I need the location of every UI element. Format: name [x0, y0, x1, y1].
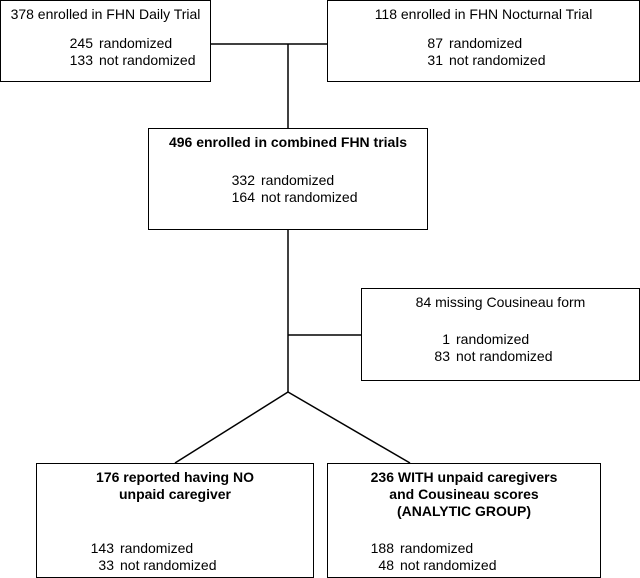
- box-combined-rows: 332 randomized 164 not randomized: [223, 172, 358, 206]
- box-no-caregiver-row-not-randomized: 33 not randomized: [82, 557, 217, 574]
- box-analytic-randomized-label: randomized: [400, 540, 474, 556]
- box-nocturnal-row-not-randomized: 31 not randomized: [411, 52, 546, 69]
- box-analytic-rows: 188 randomized 48 not randomized: [362, 540, 497, 574]
- box-analytic-not-randomized-count: 48: [378, 557, 394, 573]
- box-analytic-group: 236 WITH unpaid caregivers and Cousineau…: [327, 463, 601, 578]
- box-nocturnal-randomized-count: 87: [427, 35, 443, 51]
- box-daily-randomized-count: 245: [69, 35, 93, 51]
- box-daily-rows: 245 randomized 133 not randomized: [61, 35, 196, 69]
- box-combined-randomized-label: randomized: [261, 172, 335, 188]
- box-missing-not-randomized-count: 83: [434, 348, 450, 364]
- connector-split-right: [287, 391, 411, 464]
- box-no-caregiver-row-randomized: 143 randomized: [82, 540, 217, 557]
- box-combined-title: 496 enrolled in combined FHN trials: [168, 134, 408, 150]
- box-missing-rows: 1 randomized 83 not randomized: [426, 331, 553, 365]
- box-no-caregiver-not-randomized-label: not randomized: [120, 557, 217, 573]
- connector-split-left: [174, 391, 289, 464]
- box-analytic-title-line3: (ANALYTIC GROUP): [396, 503, 532, 519]
- box-analytic-row-randomized: 188 randomized: [362, 540, 497, 557]
- box-no-caregiver-not-randomized-count: 33: [98, 557, 114, 573]
- box-combined-row-not-randomized: 164 not randomized: [223, 189, 358, 206]
- box-daily-row-randomized: 245 randomized: [61, 35, 196, 52]
- box-no-caregiver-title-line1: 176 reported having NO: [96, 469, 254, 485]
- box-missing-row-randomized: 1 randomized: [426, 331, 553, 348]
- box-missing-title: 84 missing Cousineau form: [415, 294, 586, 310]
- box-analytic-not-randomized-label: not randomized: [400, 557, 497, 573]
- box-no-caregiver: 176 reported having NO unpaid caregiver …: [36, 463, 314, 578]
- box-analytic-title-line1: 236 WITH unpaid caregivers: [370, 469, 558, 485]
- box-analytic-title: 236 WITH unpaid caregivers and Cousineau…: [328, 469, 600, 520]
- box-missing-cousineau: 84 missing Cousineau form 1 randomized 83…: [361, 288, 640, 381]
- box-daily-row-not-randomized: 133 not randomized: [61, 52, 196, 69]
- box-combined-randomized-count: 332: [231, 172, 255, 188]
- box-daily-trial: 378 enrolled in FHN Daily Trial 245 rando…: [0, 0, 211, 82]
- box-analytic-row-not-randomized: 48 not randomized: [362, 557, 497, 574]
- box-missing-row-not-randomized: 83 not randomized: [426, 348, 553, 365]
- box-missing-randomized-label: randomized: [456, 331, 530, 347]
- box-nocturnal-row-randomized: 87 randomized: [411, 35, 546, 52]
- box-no-caregiver-title-line2: unpaid caregiver: [118, 486, 232, 502]
- box-no-caregiver-title: 176 reported having NO unpaid caregiver: [37, 469, 313, 503]
- box-missing-not-randomized-label: not randomized: [456, 348, 553, 364]
- box-analytic-title-line2: and Cousineau scores: [389, 486, 539, 502]
- box-nocturnal-not-randomized-count: 31: [427, 52, 443, 68]
- box-missing-randomized-count: 1: [442, 331, 450, 347]
- box-combined-trials: 496 enrolled in combined FHN trials 332 r…: [148, 128, 428, 230]
- box-nocturnal-rows: 87 randomized 31 not randomized: [411, 35, 546, 69]
- box-combined-row-randomized: 332 randomized: [223, 172, 358, 189]
- box-no-caregiver-randomized-count: 143: [90, 540, 114, 556]
- box-nocturnal-randomized-label: randomized: [449, 35, 523, 51]
- box-analytic-randomized-count: 188: [370, 540, 394, 556]
- box-no-caregiver-randomized-label: randomized: [120, 540, 194, 556]
- box-no-caregiver-rows: 143 randomized 33 not randomized: [82, 540, 217, 574]
- box-combined-not-randomized-label: not randomized: [261, 189, 358, 205]
- box-daily-title: 378 enrolled in FHN Daily Trial: [10, 6, 201, 22]
- box-daily-not-randomized-label: not randomized: [99, 52, 196, 68]
- box-nocturnal-trial: 118 enrolled in FHN Nocturnal Trial 87 ra…: [327, 0, 640, 82]
- box-nocturnal-not-randomized-label: not randomized: [449, 52, 546, 68]
- box-daily-randomized-label: randomized: [99, 35, 173, 51]
- box-nocturnal-title: 118 enrolled in FHN Nocturnal Trial: [374, 6, 593, 22]
- box-combined-not-randomized-count: 164: [231, 189, 255, 205]
- box-daily-not-randomized-count: 133: [69, 52, 93, 68]
